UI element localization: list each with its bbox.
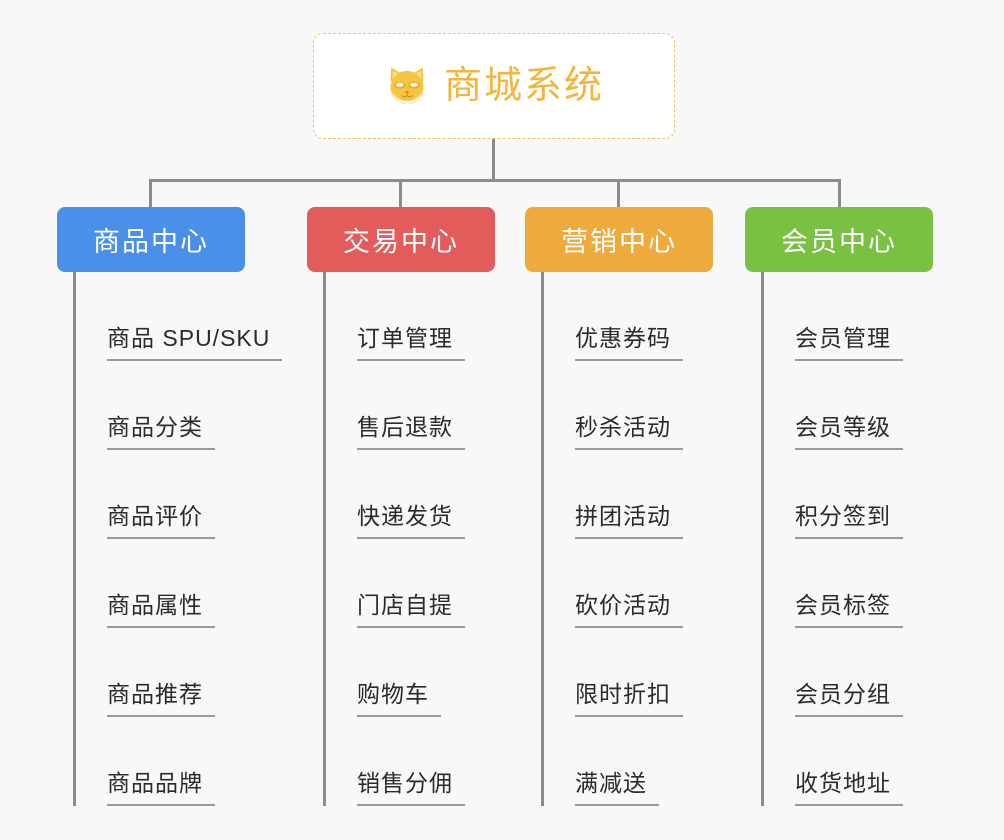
list-item[interactable]: 商品推荐: [57, 628, 245, 717]
root-title: 商城系统: [443, 65, 604, 107]
list-item[interactable]: 会员分组: [745, 628, 933, 717]
leaf-list: 商品 SPU/SKU 商品分类 商品评价 商品属性 商品推荐 商品品牌: [57, 272, 283, 806]
leaf-label: 秒杀活动: [575, 416, 683, 450]
leaf-label: 积分签到: [795, 505, 903, 539]
category-header-product[interactable]: 商品中心: [57, 207, 245, 272]
leaf-label: 会员分组: [795, 683, 903, 717]
leaf-list: 会员管理 会员等级 积分签到 会员标签 会员分组 收货地址: [745, 272, 933, 806]
list-item[interactable]: 积分签到: [745, 450, 933, 539]
category-title: 会员中心: [781, 227, 897, 257]
list-item[interactable]: 会员等级: [745, 361, 933, 450]
list-item[interactable]: 会员标签: [745, 539, 933, 628]
dog-face-icon: [384, 63, 430, 109]
category-title: 商品中心: [93, 227, 209, 257]
leaf-label: 商品 SPU/SKU: [107, 327, 283, 361]
leaf-label: 购物车: [357, 683, 441, 717]
category-column-trade: 交易中心 订单管理 售后退款 快递发货 门店自提 购物车 销售分佣: [307, 207, 495, 806]
connector-drop-4: [838, 179, 841, 208]
branch-rail: [541, 272, 544, 806]
leaf-label: 限时折扣: [575, 683, 683, 717]
connector-drop-3: [617, 179, 620, 208]
leaf-label: 商品分类: [107, 416, 215, 450]
list-item[interactable]: 优惠券码: [525, 272, 713, 361]
category-column-member: 会员中心 会员管理 会员等级 积分签到 会员标签 会员分组 收货地址: [745, 207, 933, 806]
leaf-label: 销售分佣: [357, 772, 465, 806]
list-item[interactable]: 购物车: [307, 628, 495, 717]
leaf-label: 会员标签: [795, 594, 903, 628]
leaf-list: 订单管理 售后退款 快递发货 门店自提 购物车 销售分佣: [307, 272, 495, 806]
leaf-label: 满减送: [575, 772, 659, 806]
list-item[interactable]: 秒杀活动: [525, 361, 713, 450]
root-node[interactable]: 商城系统: [313, 33, 675, 139]
leaf-label: 商品推荐: [107, 683, 215, 717]
category-header-member[interactable]: 会员中心: [745, 207, 933, 272]
list-item[interactable]: 限时折扣: [525, 628, 713, 717]
leaf-label: 商品属性: [107, 594, 215, 628]
leaf-label: 门店自提: [357, 594, 465, 628]
category-column-product: 商品中心 商品 SPU/SKU 商品分类 商品评价 商品属性 商品推荐 商品品牌: [57, 207, 283, 806]
leaf-label: 优惠券码: [575, 327, 683, 361]
leaf-label: 拼团活动: [575, 505, 683, 539]
list-item[interactable]: 快递发货: [307, 450, 495, 539]
category-title: 营销中心: [561, 227, 677, 257]
branch-rail: [323, 272, 326, 806]
connector-horizontal-bus: [149, 179, 841, 182]
category-header-trade[interactable]: 交易中心: [307, 207, 495, 272]
list-item[interactable]: 门店自提: [307, 539, 495, 628]
branch-rail: [761, 272, 764, 806]
list-item[interactable]: 商品品牌: [57, 717, 245, 806]
leaf-label: 会员管理: [795, 327, 903, 361]
leaf-list: 优惠券码 秒杀活动 拼团活动 砍价活动 限时折扣 满减送: [525, 272, 713, 806]
leaf-label: 订单管理: [357, 327, 465, 361]
list-item[interactable]: 砍价活动: [525, 539, 713, 628]
list-item[interactable]: 售后退款: [307, 361, 495, 450]
leaf-label: 快递发货: [357, 505, 465, 539]
leaf-label: 收货地址: [795, 772, 903, 806]
leaf-label: 砍价活动: [575, 594, 683, 628]
leaf-label: 商品品牌: [107, 772, 215, 806]
list-item[interactable]: 商品分类: [57, 361, 245, 450]
connector-drop-2: [399, 179, 402, 208]
connector-drop-1: [149, 179, 152, 208]
branch-rail: [73, 272, 76, 806]
leaf-label: 售后退款: [357, 416, 465, 450]
list-item[interactable]: 销售分佣: [307, 717, 495, 806]
category-column-marketing: 营销中心 优惠券码 秒杀活动 拼团活动 砍价活动 限时折扣 满减送: [525, 207, 713, 806]
list-item[interactable]: 订单管理: [307, 272, 495, 361]
list-item[interactable]: 拼团活动: [525, 450, 713, 539]
list-item[interactable]: 商品属性: [57, 539, 245, 628]
list-item[interactable]: 收货地址: [745, 717, 933, 806]
leaf-label: 商品评价: [107, 505, 215, 539]
list-item[interactable]: 商品 SPU/SKU: [57, 272, 283, 361]
leaf-label: 会员等级: [795, 416, 903, 450]
list-item[interactable]: 会员管理: [745, 272, 933, 361]
list-item[interactable]: 满减送: [525, 717, 713, 806]
category-header-marketing[interactable]: 营销中心: [525, 207, 713, 272]
category-title: 交易中心: [343, 227, 459, 257]
list-item[interactable]: 商品评价: [57, 450, 245, 539]
connector-root-stem: [492, 139, 495, 181]
